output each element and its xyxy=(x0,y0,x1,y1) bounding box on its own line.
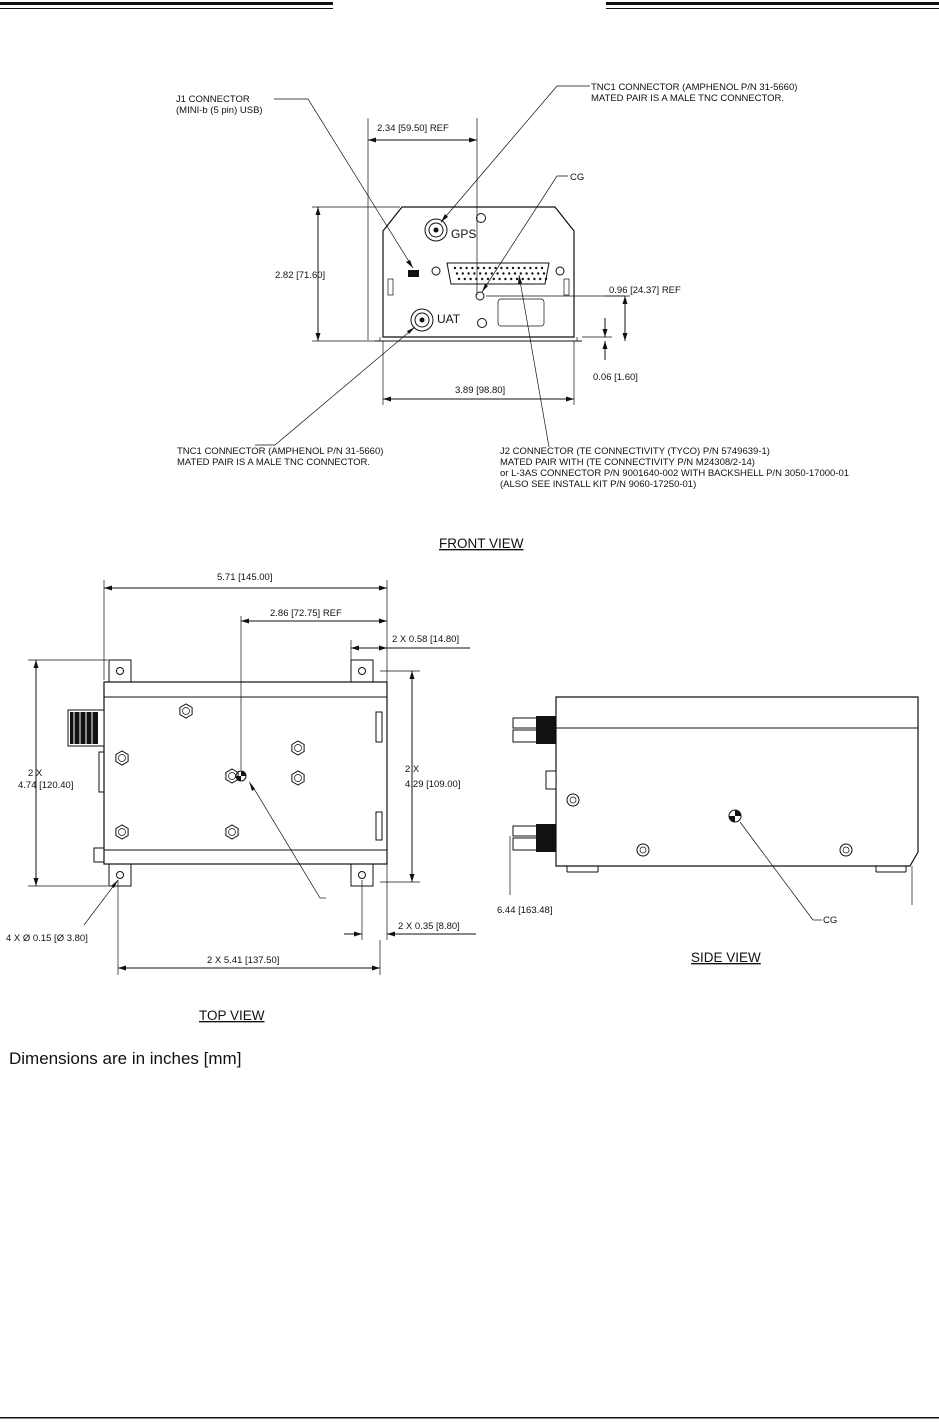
hex-screws xyxy=(115,703,305,840)
dim-overall: 5.71 [145.00] xyxy=(217,572,272,583)
hex-screw-icon xyxy=(115,824,129,840)
dim-width: 3.89 [98.80] xyxy=(455,385,505,396)
dim-flange: 2 X 0.58 [14.80] xyxy=(392,634,459,645)
dim-left-line2: 4.74 [120.40] xyxy=(18,780,73,791)
hex-screw-icon xyxy=(291,770,305,786)
dim-height: 2.82 [71.60] xyxy=(275,270,325,281)
j1-callout: J1 CONNECTOR (MINI-b (5 pin) USB) xyxy=(176,94,263,116)
footer-rule xyxy=(0,1417,939,1419)
side-screws xyxy=(566,793,853,857)
gps-connector-icon xyxy=(424,218,448,242)
tnc-connector-icon xyxy=(67,709,105,747)
cg-front-label: CG xyxy=(570,172,584,183)
top-view: 5.71 [145.00] 2.86 [72.75] REF 2 X 0.58 … xyxy=(6,572,476,1023)
uat-connector-icon xyxy=(410,308,434,332)
hex-screw-icon xyxy=(179,703,193,719)
top-view-title: TOP VIEW xyxy=(199,1008,265,1023)
j2-dsub-connector-icon xyxy=(431,262,565,285)
dim-cg-ref: 2.86 [72.75] REF xyxy=(270,608,342,619)
header-rules xyxy=(0,2,939,9)
hex-screw-icon xyxy=(291,740,305,756)
hex-screw-icon xyxy=(225,824,239,840)
side-connectors-icon xyxy=(512,716,557,852)
mounting-flanges xyxy=(108,659,374,887)
dim-hole-span: 2 X 5.41 [137.50] xyxy=(207,955,279,966)
tnc1-bottom-callout: TNC1 CONNECTOR (AMPHENOL P/N 31-5660) MA… xyxy=(177,446,386,468)
side-cg-label: CG xyxy=(823,915,837,926)
hex-screw-icon xyxy=(115,750,129,766)
side-view-body xyxy=(555,696,919,867)
front-view-title: FRONT VIEW xyxy=(439,536,524,551)
gps-label: GPS xyxy=(451,227,476,241)
side-view-title: SIDE VIEW xyxy=(691,950,761,965)
side-view: CG 6.44 [163.48] SIDE VIEW xyxy=(497,696,919,965)
j1-usb-port-icon xyxy=(408,270,419,277)
footer-note: Dimensions are in inches [mm] xyxy=(9,1049,241,1068)
dim-width-ref: 2.34 [59.50] REF xyxy=(377,123,449,134)
front-view: GPS UAT 2.34 [59.50] REF xyxy=(176,82,852,551)
dim-cg-height: 0.96 [24.37] REF xyxy=(609,285,681,296)
dim-offset: 2 X 0.35 [8.80] xyxy=(398,921,460,932)
dim-base: 0.06 [1.60] xyxy=(593,372,638,383)
j2-callout: J2 CONNECTOR (TE CONNECTIVITY (TYCO) P/N… xyxy=(500,446,852,490)
dim-right-line1: 2 X xyxy=(405,764,420,775)
dim-left-line1: 2 X xyxy=(28,768,43,779)
dim-hole-dia: 4 X Ø 0.15 [Ø 3.80] xyxy=(6,933,88,944)
dim-right-line2: 4.29 [109.00] xyxy=(405,779,460,790)
uat-label: UAT xyxy=(437,312,461,326)
tnc1-top-callout: TNC1 CONNECTOR (AMPHENOL P/N 31-5660) MA… xyxy=(591,82,800,104)
dim-length: 6.44 [163.48] xyxy=(497,905,552,916)
